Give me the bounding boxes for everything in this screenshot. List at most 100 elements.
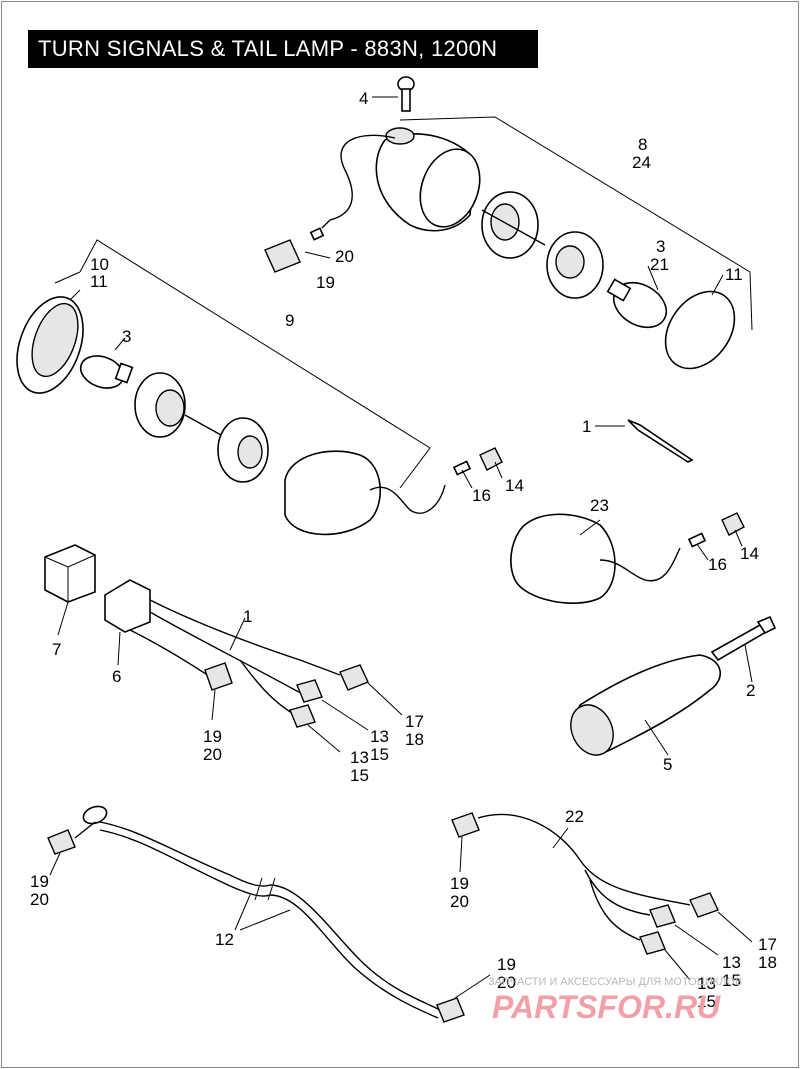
connector-part-14	[479, 447, 503, 479]
harness-22-wire-a	[477, 813, 691, 906]
label-21: 21	[650, 255, 669, 274]
connector-part-13-15a	[296, 679, 323, 703]
label-17-harness: 17	[405, 712, 424, 731]
label-15-harness-b: 15	[350, 766, 369, 785]
label-13-harness-b: 13	[350, 748, 369, 767]
cap-part-7	[44, 544, 96, 636]
label-20-h12: 20	[30, 890, 49, 909]
connector-part-14b	[721, 512, 745, 547]
callout-labels: 4 8 24 3 21 11 20 19 10 11 9 3 1 16 14 2…	[30, 89, 777, 1011]
harness-plug-part-6	[104, 579, 151, 633]
upper-signal-assembly	[264, 76, 753, 370]
upper-signal-wire	[321, 134, 396, 229]
connector-part-19-20	[204, 662, 233, 691]
terminal-part-16b	[687, 532, 709, 561]
label-13-h22-a: 13	[722, 953, 741, 972]
connector-part-13-15b	[289, 704, 316, 728]
lens-ring-part-10-11	[16, 289, 84, 394]
connector-part-19	[264, 227, 331, 273]
bulb-part-3	[79, 337, 134, 389]
label-3-left: 3	[122, 327, 131, 346]
connector-part-13-15c	[649, 904, 676, 928]
right-signal-wire	[599, 547, 681, 582]
label-13-harness-a: 13	[370, 727, 389, 746]
harness-wire-b	[149, 611, 306, 696]
label-11-upper: 11	[725, 265, 743, 284]
connector-part-19-20c	[451, 812, 480, 838]
label-18-harness: 18	[405, 730, 424, 749]
harness-wire-c	[129, 629, 216, 681]
connector-part-17-18	[339, 664, 369, 691]
bolt-part-2	[710, 615, 777, 683]
label-19-h22: 19	[450, 874, 469, 893]
label-11-left: 11	[90, 272, 108, 291]
label-1-strap: 1	[582, 417, 591, 436]
label-15-harness-a: 15	[370, 745, 389, 764]
label-22: 22	[565, 807, 584, 826]
stud-part-4	[372, 76, 415, 112]
label-16-left: 16	[472, 486, 491, 505]
label-15-h22-a: 15	[722, 971, 741, 990]
label-19-upper: 19	[316, 273, 335, 292]
label-15-h22-b: 15	[697, 992, 716, 1011]
label-23: 23	[590, 496, 609, 515]
left-housing-part	[284, 450, 381, 536]
tail-lamp-part-5	[570, 654, 721, 756]
harness-22-wire-c	[589, 879, 641, 941]
label-20-upper: 20	[335, 247, 354, 266]
watermark-text: ЗАПЧАСТИ И АКСЕССУАРЫ ДЛЯ МОТОЦИКЛОВ	[488, 976, 742, 988]
right-signal-housing-part-23	[510, 512, 745, 604]
label-10: 10	[90, 255, 109, 274]
label-6: 6	[112, 667, 121, 686]
label-19-h12-end: 19	[497, 955, 516, 974]
label-20-harness: 20	[203, 745, 222, 764]
connector-part-17-18b	[689, 892, 719, 918]
left-socket-part	[134, 372, 269, 483]
label-17-h22: 17	[758, 935, 777, 954]
label-14-right: 14	[740, 544, 759, 563]
label-20-h12-end: 20	[497, 973, 516, 992]
label-5: 5	[663, 755, 672, 774]
label-18-h22: 18	[758, 953, 777, 972]
label-9: 9	[285, 311, 294, 330]
socket-part	[481, 191, 604, 299]
page-title: TURN SIGNALS & TAIL LAMP - 883N, 1200N	[28, 30, 538, 68]
harness-22-wire-b	[584, 869, 651, 916]
connector-part-13-15d	[639, 931, 666, 955]
label-2: 2	[746, 681, 755, 700]
label-20-h22: 20	[450, 892, 469, 911]
label-16-right: 16	[708, 555, 727, 574]
label-4: 4	[359, 89, 368, 108]
connector-part-19-20e	[436, 997, 465, 1023]
bulb-part-3-21	[606, 265, 668, 329]
label-7: 7	[52, 640, 61, 659]
harness-wire-a	[149, 599, 341, 676]
harness-12	[47, 805, 491, 1023]
harness-wire-d	[239, 659, 296, 716]
watermark: ЗАПЧАСТИ И АКСЕССУАРЫ ДЛЯ МОТОЦИКЛОВ PAR…	[488, 976, 742, 1025]
label-1-harness: 1	[243, 607, 252, 626]
label-12: 12	[215, 930, 234, 949]
connector-part-19-20d	[47, 829, 76, 855]
label-13-h22-b: 13	[697, 974, 716, 993]
group-bracket-8-24	[399, 116, 753, 331]
label-8: 8	[638, 135, 647, 154]
main-harness	[104, 579, 403, 753]
housing-part	[375, 127, 481, 232]
left-signal-assembly	[16, 239, 503, 536]
left-signal-wire	[369, 484, 446, 514]
group-bracket-9	[79, 239, 431, 489]
cable-strap-part-1	[595, 419, 694, 463]
label-24: 24	[632, 153, 651, 172]
label-19-h12: 19	[30, 872, 49, 891]
harness-12-wire	[99, 821, 441, 1011]
label-14-left: 14	[505, 476, 524, 495]
lens-part-11	[664, 274, 736, 370]
label-19-harness: 19	[203, 727, 222, 746]
watermark-logo: PARTSFOR.RU	[492, 989, 721, 1025]
terminal-part-16	[452, 460, 473, 489]
label-3-upper: 3	[656, 237, 665, 256]
harness-22	[451, 812, 753, 981]
